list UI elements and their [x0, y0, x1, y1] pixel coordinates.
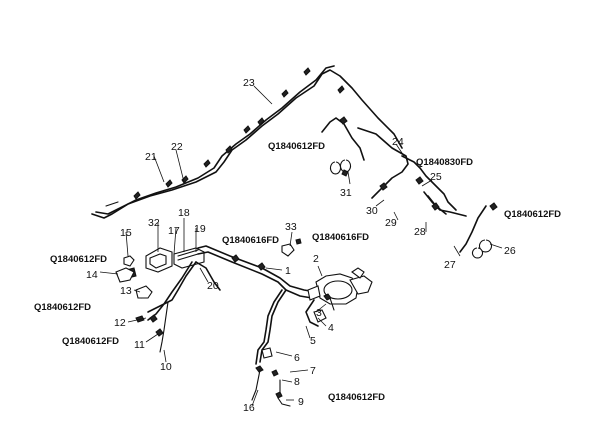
callout-30: 30: [366, 205, 378, 217]
main-brake-lines: [135, 245, 317, 353]
callout-19: 19: [194, 223, 206, 235]
part-code-label: Q1840612FD: [62, 336, 119, 347]
part-code-label: Q1840612FD: [50, 254, 107, 265]
left-valve-group: [115, 247, 205, 283]
part-code-labels: Q1840612FD Q1840830FD Q1840612FD Q184061…: [34, 141, 561, 403]
callout-8: 8: [294, 376, 300, 388]
upper-brake-lines: [91, 65, 403, 219]
callout-26: 26: [504, 245, 516, 257]
part-code-label: Q1840612FD: [34, 302, 91, 313]
callout-7: 7: [310, 365, 316, 377]
brake-booster-assembly: [305, 267, 373, 327]
callout-17: 17: [168, 225, 180, 237]
callout-5: 5: [310, 335, 316, 347]
callout-24: 24: [392, 136, 404, 148]
callout-22: 22: [171, 141, 183, 153]
callout-27: 27: [444, 259, 456, 271]
right-brake-lines: [321, 116, 498, 259]
callout-14: 14: [86, 269, 98, 281]
callout-23: 23: [243, 77, 255, 89]
callout-33: 33: [285, 221, 297, 233]
callout-3: 3: [316, 307, 322, 319]
part-code-label: Q1840612FD: [504, 209, 561, 220]
callout-10: 10: [160, 361, 172, 373]
callout-18: 18: [178, 207, 190, 219]
part-code-label: Q1840830FD: [416, 157, 473, 168]
callout-21: 21: [145, 151, 157, 163]
callout-12: 12: [114, 317, 126, 329]
lower-brake-lines: [251, 289, 291, 407]
callout-6: 6: [294, 352, 300, 364]
callout-32: 32: [148, 217, 160, 229]
part-code-label: Q1840616FD: [222, 235, 279, 246]
callout-4: 4: [328, 322, 334, 334]
part-code-label: Q1840612FD: [268, 141, 325, 152]
callout-29: 29: [385, 217, 397, 229]
callout-28: 28: [414, 226, 426, 238]
callout-15: 15: [120, 227, 132, 239]
callout-2: 2: [313, 253, 319, 265]
callout-labels: 23 21 22 24 25 31 30 29 28 27 26 33 32 1…: [86, 77, 516, 414]
leader-lines: [99, 85, 503, 407]
callout-20: 20: [207, 280, 219, 292]
callout-31: 31: [340, 187, 352, 199]
fitting-33: [281, 238, 302, 257]
callout-1: 1: [285, 265, 291, 277]
callout-25: 25: [430, 171, 442, 183]
callout-9: 9: [298, 396, 304, 408]
callout-16: 16: [243, 402, 255, 414]
callout-11: 11: [134, 339, 145, 351]
callout-13: 13: [120, 285, 132, 297]
part-code-label: Q1840616FD: [312, 232, 369, 243]
part-code-label: Q1840612FD: [328, 392, 385, 403]
